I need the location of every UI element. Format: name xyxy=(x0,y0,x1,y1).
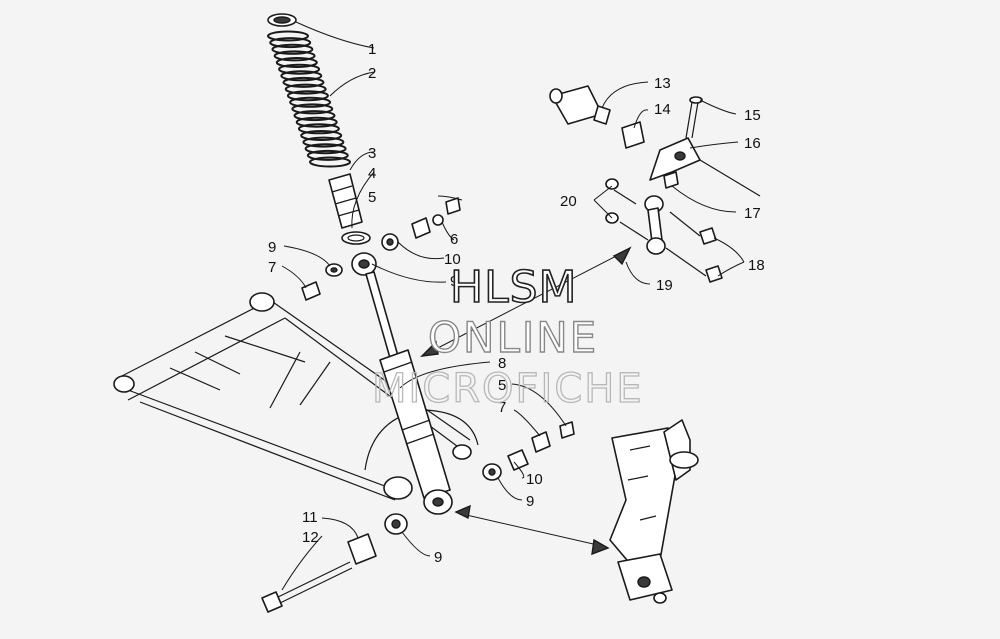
spring-coil xyxy=(300,130,343,141)
spring-coil xyxy=(284,83,327,95)
upper-mount-hardware xyxy=(301,197,461,301)
callout-10-upper: 10 xyxy=(444,251,461,268)
callout-13: 13 xyxy=(654,75,671,92)
spring-coil xyxy=(304,143,347,155)
spring-retainer-cap xyxy=(267,13,297,27)
spring-coil xyxy=(275,57,318,68)
steering-spindle xyxy=(609,419,699,604)
tie-rod-end-assembly xyxy=(549,85,761,197)
callout-9-upper-right: 9 xyxy=(450,273,458,290)
callout-8: 8 xyxy=(498,355,506,372)
callout-2: 2 xyxy=(368,65,376,82)
spring-coil xyxy=(278,63,321,75)
spring-coil xyxy=(293,110,336,122)
callout-19: 19 xyxy=(656,277,673,294)
spring-coil xyxy=(297,123,340,135)
callout-3: 3 xyxy=(368,145,376,162)
watermark-line-2: ONLINE xyxy=(428,313,598,362)
spring-coil xyxy=(273,50,316,62)
reference-arrows xyxy=(420,246,632,556)
callout-9-lower: 9 xyxy=(434,549,442,566)
callout-17: 17 xyxy=(744,205,761,222)
lower-mount-hardware xyxy=(261,421,575,613)
coil-spring xyxy=(267,30,351,168)
callout-18: 18 xyxy=(748,257,765,274)
callout-4: 4 xyxy=(368,165,376,182)
spring-coil xyxy=(269,37,312,49)
spring-seat-washer xyxy=(341,231,371,245)
watermark-line-3: MICROFICHE xyxy=(372,366,644,412)
spring-coil xyxy=(309,156,351,168)
callout-7-lower: 7 xyxy=(498,399,506,416)
callout-12: 12 xyxy=(302,529,319,546)
callout-9-lower-right: 9 xyxy=(526,493,534,510)
callout-15: 15 xyxy=(744,107,761,124)
spring-coil xyxy=(289,96,332,108)
callout-11: 11 xyxy=(302,509,318,526)
watermark-line-1: HLSM xyxy=(450,262,578,313)
spring-coil xyxy=(267,30,309,42)
callout-1: 1 xyxy=(368,41,376,58)
callout-9-upper-left: 9 xyxy=(268,239,276,256)
spring-coil xyxy=(295,116,338,128)
callout-5-lower: 5 xyxy=(498,377,506,394)
callout-7-upper: 7 xyxy=(268,259,276,276)
shock-absorber xyxy=(351,252,453,515)
callout-10-lower: 10 xyxy=(526,471,543,488)
callout-6: 6 xyxy=(450,231,458,248)
a-arm-frame xyxy=(113,292,479,501)
callout-14: 14 xyxy=(654,101,671,118)
spring-coil xyxy=(282,76,325,88)
callout-5-upper: 5 xyxy=(368,189,376,206)
spring-coil xyxy=(306,149,349,161)
watermark: HLSM ONLINE MICROFICHE xyxy=(371,261,644,412)
steering-link-rod xyxy=(605,178,723,283)
spring-coil xyxy=(271,43,314,55)
callout-20: 20 xyxy=(560,193,577,210)
leader-lines xyxy=(281,21,745,591)
callout-numbers: 1 2 3 4 5 6 10 9 9 7 13 14 15 16 17 20 1… xyxy=(268,41,765,566)
spring-coil xyxy=(280,70,323,82)
callout-16: 16 xyxy=(744,135,761,152)
spring-coil xyxy=(286,90,329,102)
bumper xyxy=(328,173,363,229)
spring-coil xyxy=(302,136,345,148)
spring-coil xyxy=(291,103,334,115)
